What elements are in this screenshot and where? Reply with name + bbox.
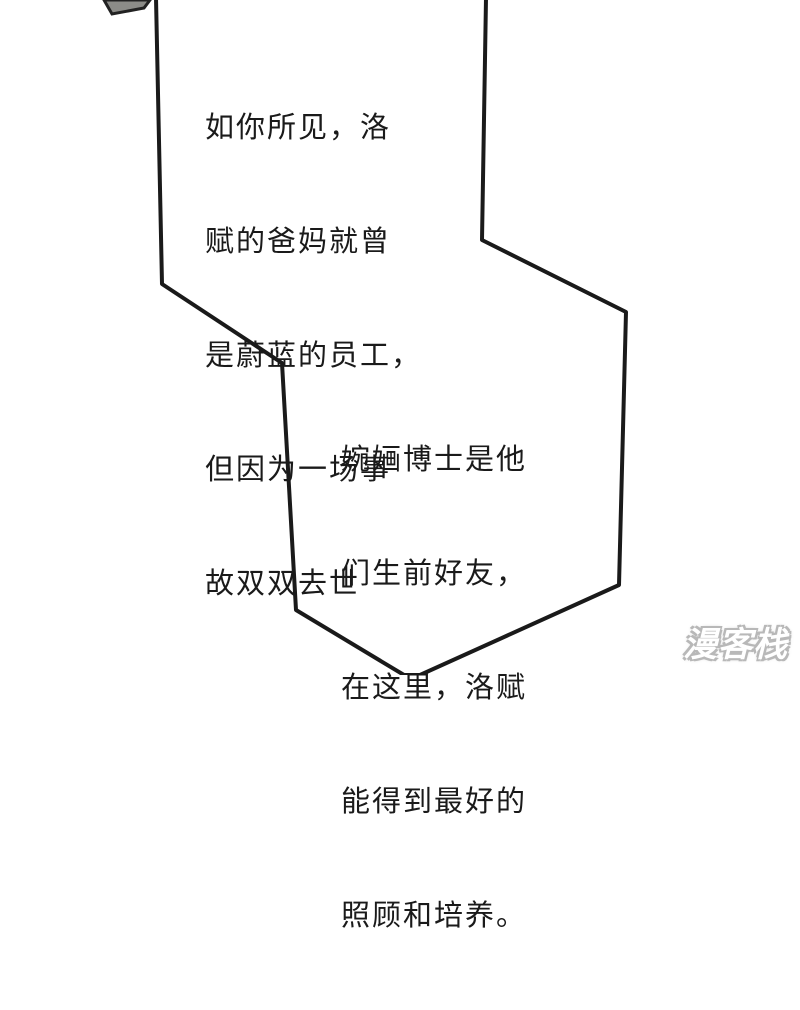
narration-line: 婉婳博士是他: [341, 442, 528, 476]
watermark-logo: 漫客栈: [683, 625, 788, 665]
speech-line: 赋的爸妈就曾: [205, 224, 392, 258]
narration-line: 能得到最好的: [341, 784, 528, 818]
speech-line: 是蔚蓝的员工，: [205, 338, 423, 372]
speech-bubble-text: 如你所见，洛 赋的爸妈就曾 是蔚蓝的员工， 但因为一场事 故双双去世: [205, 32, 422, 678]
narration-line: 照顾和培养。: [341, 898, 528, 932]
speech-line: 如你所见，洛: [205, 110, 392, 144]
narration-line: 在这里，洛赋: [341, 670, 528, 704]
comic-panel: 如你所见，洛 赋的爸妈就曾 是蔚蓝的员工， 但因为一场事 故双双去世 婉婳博士是…: [102, 0, 788, 932]
narration-text: 婉婳博士是他 们生前好友， 在这里，洛赋 能得到最好的 照顾和培养。: [341, 364, 527, 1010]
narration-line: 们生前好友，: [341, 556, 528, 590]
top-left-texture: [102, 0, 152, 16]
speech-line: 故双双去世: [205, 566, 361, 600]
speech-line: 但因为一场事: [205, 452, 392, 486]
